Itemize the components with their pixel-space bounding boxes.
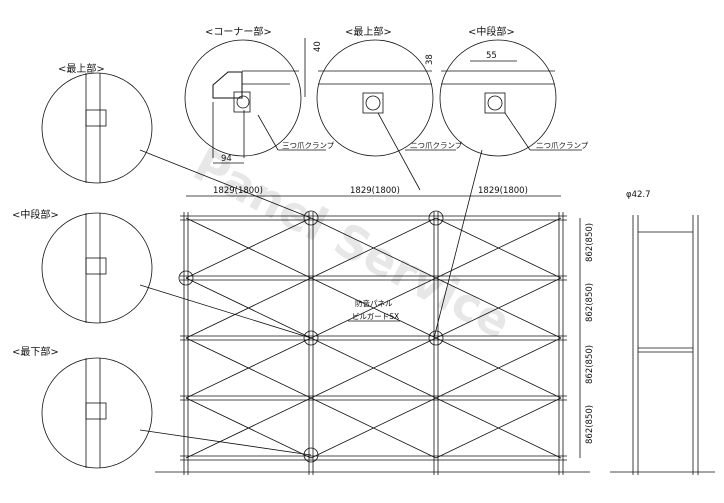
detail-marker bbox=[178, 270, 194, 286]
dim-55: 55 bbox=[486, 51, 497, 61]
brace bbox=[310, 397, 437, 459]
detail-middle: <中段部> 55 二つ爪クランプ bbox=[433, 25, 589, 339]
dim-38: 38 bbox=[425, 54, 435, 65]
detail-marker bbox=[303, 447, 319, 463]
detail-title: <中段部> bbox=[468, 25, 515, 38]
detail-marker bbox=[303, 330, 319, 346]
scaffold-frame bbox=[178, 210, 567, 475]
height-3: 862(850) bbox=[585, 345, 595, 384]
brace bbox=[185, 337, 312, 399]
height-2: 862(850) bbox=[585, 283, 595, 322]
side-view: φ42.7 bbox=[610, 190, 715, 475]
height-1: 862(850) bbox=[585, 223, 595, 262]
brace bbox=[435, 397, 562, 459]
left-detail-title: <中段部> bbox=[12, 208, 59, 221]
brace bbox=[435, 337, 562, 399]
left-details: <最上部> <中段部> <最下部> bbox=[12, 62, 312, 469]
detail-top: <最上部> 38 二つ爪クランプ bbox=[316, 25, 463, 191]
detail-marker bbox=[303, 210, 319, 226]
detail-title: <コーナー部> bbox=[205, 25, 272, 38]
clamp-label: 三つ爪クランプ bbox=[282, 141, 335, 150]
detail-marker bbox=[428, 330, 444, 346]
dim-40: 40 bbox=[313, 41, 323, 52]
left-detail-title: <最上部> bbox=[58, 62, 105, 75]
brace bbox=[310, 217, 437, 279]
height-4: 862(850) bbox=[585, 405, 595, 444]
pipe-diameter: φ42.7 bbox=[626, 190, 651, 200]
brace bbox=[310, 277, 437, 339]
clamp-label: 二つ爪クランプ bbox=[410, 141, 463, 150]
panel-label: ビルガードSX bbox=[352, 311, 399, 321]
dim-94: 94 bbox=[221, 154, 232, 164]
brace bbox=[185, 277, 312, 339]
span-2: 1829(1800) bbox=[350, 186, 400, 196]
detail-corner: <コーナー部> 40 94 三つ爪クランプ bbox=[184, 25, 335, 164]
brace bbox=[310, 337, 437, 399]
clamp-label: 二つ爪クランプ bbox=[536, 141, 589, 150]
span-3: 1829(1800) bbox=[478, 186, 528, 196]
brace bbox=[435, 277, 562, 339]
detail-marker bbox=[428, 210, 444, 226]
brace bbox=[435, 217, 562, 279]
brace bbox=[185, 397, 312, 459]
detail-title: <最上部> bbox=[345, 25, 392, 38]
left-detail-title: <最下部> bbox=[12, 345, 59, 358]
brace bbox=[185, 217, 312, 279]
panel-label: 防音パネル bbox=[355, 298, 393, 308]
span-1: 1829(1800) bbox=[213, 186, 263, 196]
